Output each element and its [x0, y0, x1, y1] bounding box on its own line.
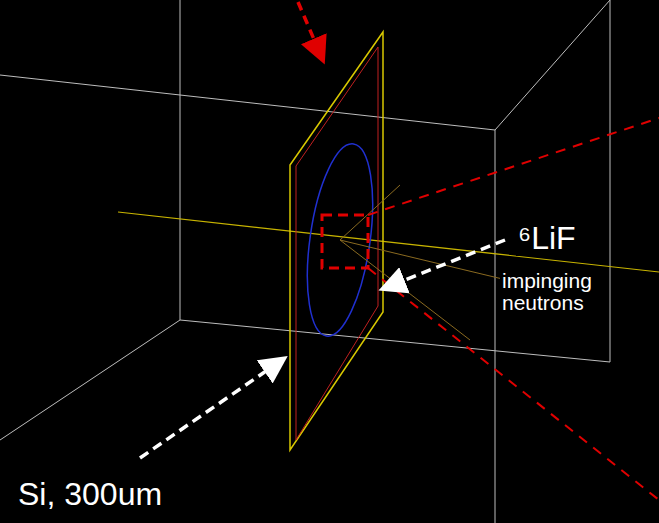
pointer-arrow [385, 240, 505, 288]
particle-tracks [340, 185, 590, 340]
beam-axis [118, 212, 659, 272]
world-box [0, 0, 610, 523]
material-label: ⁶LiF [516, 222, 578, 256]
zoom-leader [368, 118, 659, 215]
zoom-leader [368, 268, 659, 500]
zoom-box [322, 215, 368, 268]
beam-label: impinging neutrons [500, 270, 604, 314]
silicon-plate [290, 32, 383, 450]
material-label: Si, 300um [16, 478, 164, 512]
pointer-arrow [298, 2, 322, 58]
pointer-arrow [140, 360, 282, 458]
plate-inner [296, 47, 378, 440]
